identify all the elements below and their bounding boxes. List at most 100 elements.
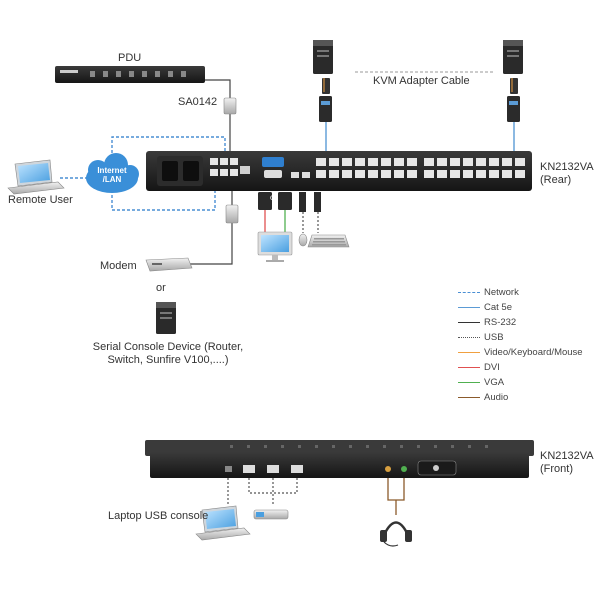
pdu-label: PDU [118,52,142,64]
port-led [400,445,403,448]
kvm-port [450,170,460,178]
laptop-usb-console-label: Laptop USB console [108,510,209,522]
console-cables [264,210,319,233]
console-keyboard [307,234,350,248]
kn2132va-rear-label: KN2132VA (Rear) [540,161,594,186]
kvm-port [329,170,339,178]
modem-adapter [225,204,239,224]
kvm-port [515,158,525,166]
kvm-port [502,170,512,178]
remote-user-laptop [7,159,65,195]
kvm-port [316,158,326,166]
audio-cable [387,475,405,515]
kvm-port [502,158,512,166]
console-monitor [257,231,293,262]
kvm-port [489,158,499,166]
legend-label: Cat 5e [484,302,512,313]
port-led [281,445,284,448]
kvm-port [489,170,499,178]
internet-cloud [86,153,139,193]
kvm-port [476,170,486,178]
kvm-port [407,170,417,178]
remote-user-label: Remote User [8,194,73,206]
legend-swatch [458,367,480,368]
port-led [315,445,318,448]
port-led [264,445,267,448]
legend-item: USB [458,330,598,345]
modem-label: Modem [100,260,137,272]
sa0142-label: SA0142 [178,96,218,108]
port-led [247,445,250,448]
kvm-adapter-cable-label: KVM Adapter Cable [373,75,470,87]
kvm-port [355,170,365,178]
legend-label: Video/Keyboard/Mouse [484,347,583,358]
legend-swatch [458,292,480,293]
kvm-port [368,158,378,166]
port-led [349,445,352,448]
kvm-port [342,158,352,166]
kvm-port [329,158,339,166]
or-small-label: or [270,193,278,202]
legend-label: Audio [484,392,509,403]
modem-device [145,257,193,272]
pdu-device [55,66,205,83]
console-mouse [298,233,308,247]
rs232-cable-pdu [140,79,231,160]
kn2132va-front-label: KN2132VA (Front) [540,450,594,475]
kvm-port [355,158,365,166]
legend-swatch [458,337,480,338]
sa0142-adapter [223,97,237,115]
legend-label: VGA [484,377,505,388]
kvm-port [381,158,391,166]
kvm-port [437,158,447,166]
legend-swatch [458,352,480,353]
legend-swatch [458,307,480,308]
legend-item: Video/Keyboard/Mouse [458,345,598,360]
legend-label: USB [484,332,504,343]
server-right [503,40,523,122]
legend-item: Audio [458,390,598,405]
legend-label: DVI [484,362,500,373]
port-led [230,445,233,448]
kn2132va-rear-unit [146,151,532,191]
legend-label: RS-232 [484,317,517,328]
port-led [298,445,301,448]
port-led [383,445,386,448]
port-led [485,445,488,448]
legend-item: Network [458,285,598,300]
usb-console-laptop [195,505,251,541]
kvm-port [476,158,486,166]
legend-label: Network [484,287,519,298]
server-left [313,40,333,122]
kvm-port [424,158,434,166]
kvm-port [394,158,404,166]
kvm-port [463,170,473,178]
kvm-port [515,170,525,178]
kvm-port [450,158,460,166]
serial-console-device [156,302,176,334]
port-led [434,445,437,448]
legend-item: Cat 5e [458,300,598,315]
kvm-port [437,170,447,178]
legend-item: DVI [458,360,598,375]
rs232-cable-modem [190,187,233,265]
headset [380,521,412,547]
console-adapters [258,192,321,212]
front-usb-cables [227,478,298,505]
port-led [366,445,369,448]
kvm-port [463,158,473,166]
port-led [332,445,335,448]
legend-swatch [458,322,480,323]
port-led [468,445,471,448]
legend-item: VGA [458,375,598,390]
serial-console-label: Serial Console Device (Router, Switch, S… [92,341,244,366]
kvm-port [368,170,378,178]
port-led [417,445,420,448]
kvm-port [424,170,434,178]
legend-item: RS-232 [458,315,598,330]
usb-dongle [253,509,289,520]
kvm-port [316,170,326,178]
